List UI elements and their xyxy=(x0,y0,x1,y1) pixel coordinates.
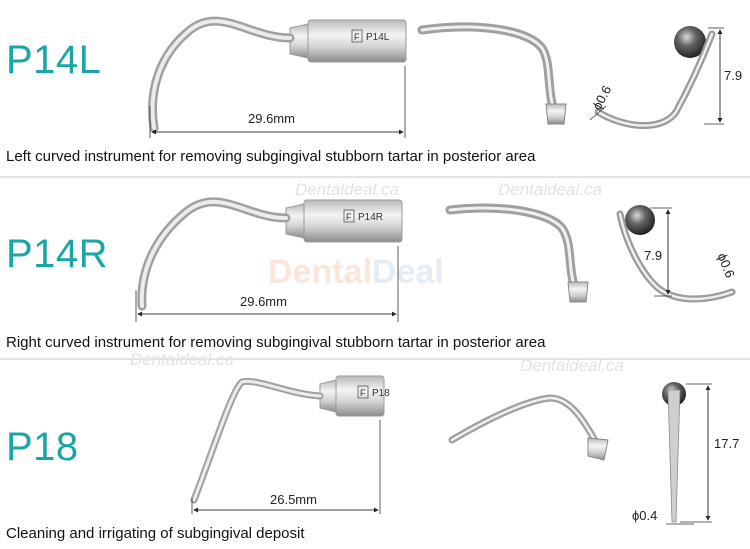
item-code: P14R xyxy=(6,232,109,276)
watermark-logo-part2: Deal xyxy=(371,253,444,291)
watermark-logo: DentalDeal xyxy=(268,253,444,292)
instrument-side-view: F P14R 29.6mm xyxy=(135,197,403,322)
item-code: P14L xyxy=(6,38,102,82)
handle-label: P14R xyxy=(358,212,383,223)
row-divider-2 xyxy=(0,358,750,360)
handle-label: P18 xyxy=(372,388,390,399)
diameter-dimension: ϕ0.6 xyxy=(714,251,737,280)
length-dimension: 26.5mm xyxy=(270,492,317,507)
instrument-tip-detail: 7.9 ϕ0.6 xyxy=(589,26,742,129)
instrument-side-view: F P18 26.5mm xyxy=(190,375,390,514)
handle-badge: F xyxy=(360,388,366,398)
handle-badge: F xyxy=(346,212,352,222)
instrument-side-view: F P14L 29.6mm xyxy=(148,16,407,138)
instrument-tip-view xyxy=(445,203,589,303)
watermark-text: Dentaldeal.ca xyxy=(520,356,624,375)
length-dimension: 29.6mm xyxy=(240,294,287,309)
length-dimension: 29.6mm xyxy=(248,111,295,126)
item-description: Left curved instrument for removing subg… xyxy=(6,148,536,165)
handle-badge: F xyxy=(354,32,360,42)
watermark-text: Dentaldeal.ca xyxy=(498,180,602,199)
watermark-text: Dentaldeal.ca xyxy=(295,180,399,199)
instrument-tip-view xyxy=(417,22,567,125)
diameter-dimension: ϕ0.4 xyxy=(632,508,657,523)
item-description: Right curved instrument for removing sub… xyxy=(6,334,546,351)
row-divider-1 xyxy=(0,176,750,178)
height-dimension: 17.7 xyxy=(714,436,739,451)
instrument-tip-detail: 17.7 ϕ0.4 xyxy=(632,382,739,525)
height-dimension: 7.9 xyxy=(724,68,742,83)
height-dimension: 7.9 xyxy=(644,248,662,263)
instrument-tip-detail: 7.9 ϕ0.6 xyxy=(616,205,738,303)
handle-label: P14L xyxy=(366,32,390,43)
diameter-dimension: ϕ0.6 xyxy=(589,83,614,112)
item-code: P18 xyxy=(6,425,79,469)
instrument-tip-view xyxy=(448,394,609,461)
watermark-logo-part1: Dental xyxy=(268,253,372,291)
watermark-text: Dentaldeal.ca xyxy=(130,350,234,369)
item-description: Cleaning and irrigating of subgingival d… xyxy=(6,525,305,542)
